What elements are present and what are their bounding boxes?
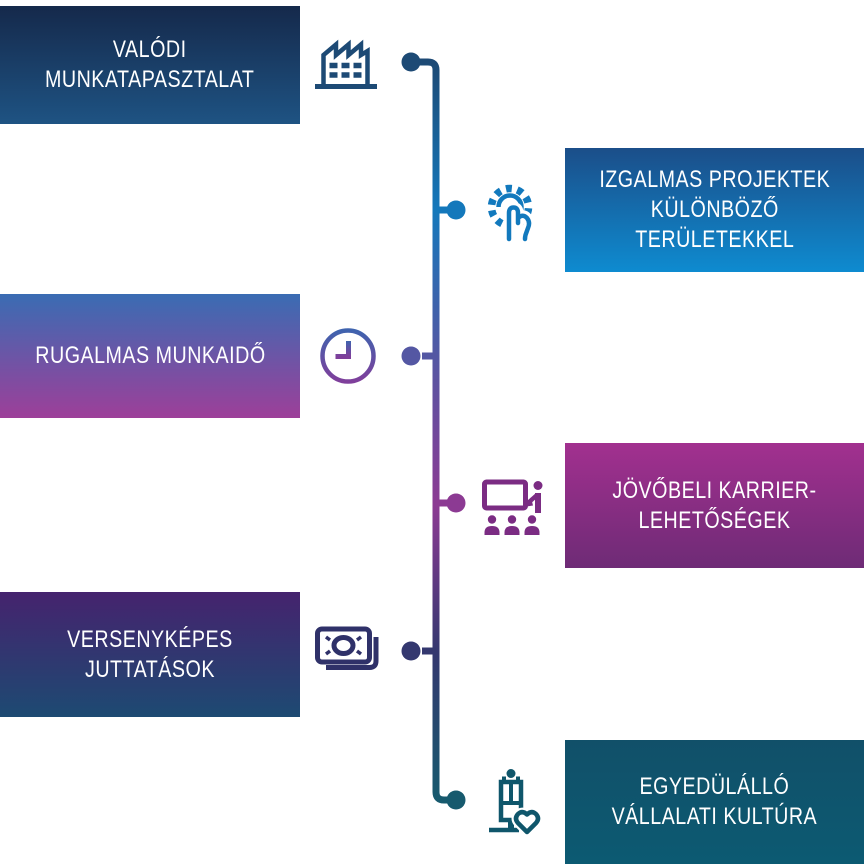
person-heart-icon [489, 769, 543, 837]
timeline-node [401, 641, 421, 661]
benefit-box-izgalmas-projektek: IZGALMAS PROJEKTEK KÜLÖNBÖZŐ TERÜLETEKKE… [565, 148, 864, 272]
benefit-box-versenykepes-juttatasok: VERSENYKÉPES JUTTATÁSOK [0, 592, 300, 717]
benefit-label: EGYEDÜLÁLLÓ VÁLLALATI KULTÚRA [611, 773, 818, 830]
benefit-label: VALÓDI MUNKATAPASZTALAT [45, 36, 255, 93]
benefit-label: RUGALMAS MUNKAIDŐ [34, 342, 266, 369]
timeline-node [401, 346, 421, 366]
benefit-label: IZGALMAS PROJEKTEK KÜLÖNBÖZŐ TERÜLETEKKE… [599, 166, 830, 253]
benefit-box-valodi-munkatapasztalat: VALÓDI MUNKATAPASZTALAT [0, 6, 300, 124]
timeline-node [401, 52, 421, 72]
benefit-box-rugalmas-munkaido: RUGALMAS MUNKAIDŐ [0, 294, 300, 418]
clock-icon [320, 328, 376, 384]
benefit-box-egyedulallo-kultura: EGYEDÜLÁLLÓ VÁLLALATI KULTÚRA [565, 740, 864, 864]
timeline-node [446, 493, 466, 513]
timeline-node [446, 790, 466, 810]
money-icon [315, 626, 379, 670]
benefit-label: VERSENYKÉPES JUTTATÁSOK [67, 625, 233, 683]
benefit-box-jovobeli-karrier: JÖVŐBELI KARRIER- LEHETŐSÉGEK [565, 443, 864, 568]
gear-hand-icon [487, 184, 535, 244]
benefit-label: JÖVŐBELI KARRIER- LEHETŐSÉGEK [612, 476, 817, 534]
presentation-icon [482, 479, 543, 535]
timeline-line [411, 58, 450, 804]
factory-icon [315, 39, 377, 89]
timeline-node [446, 200, 466, 220]
